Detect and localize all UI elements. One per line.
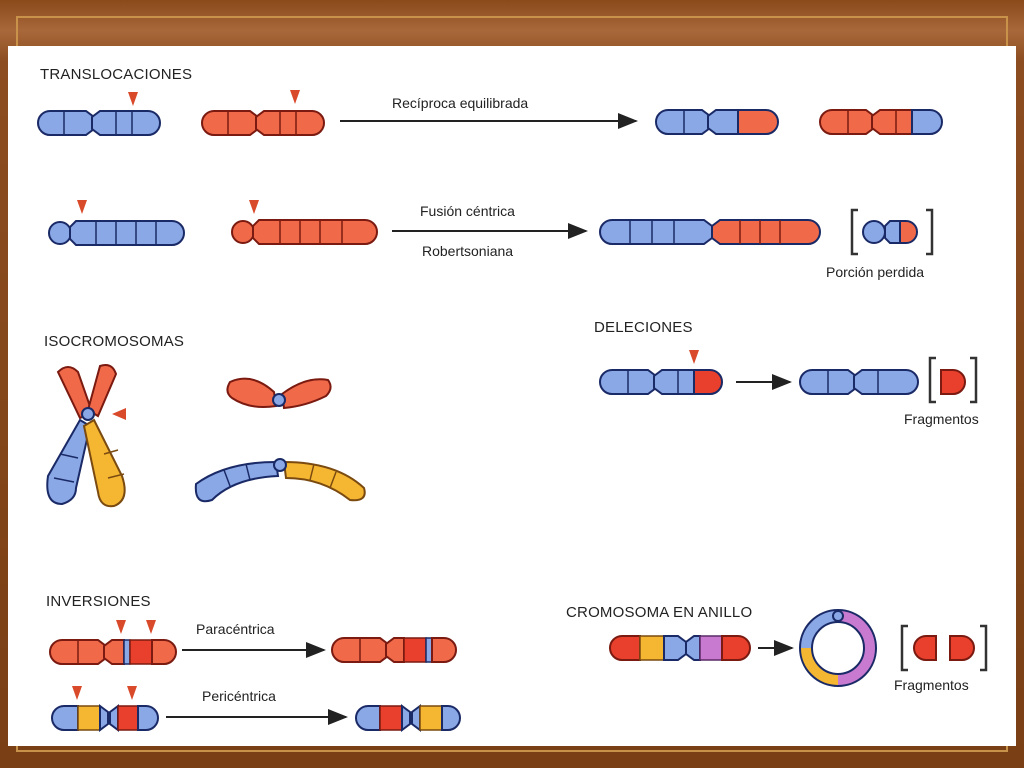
chromosome-pericentric-source — [51, 686, 159, 732]
section-title-cromosoma-anillo: CROMOSOMA EN ANILLO — [566, 604, 752, 621]
section-title-deleciones: DELECIONES — [594, 319, 693, 336]
label-porcion-perdida: Porción perdida — [826, 264, 924, 280]
breakpoint-marker — [112, 408, 126, 420]
label-fragmentos-anillo: Fragmentos — [894, 677, 969, 693]
section-title-translocaciones: TRANSLOCACIONES — [40, 66, 192, 83]
breakpoint-marker — [689, 350, 699, 364]
chromosome-deletion-source — [599, 350, 723, 395]
lost-portion-bracket — [850, 208, 934, 256]
label-paracentrica: Paracéntrica — [196, 621, 275, 637]
chromosome-paracentric-result — [331, 637, 457, 663]
chromosome-robertsonian-fused — [599, 219, 821, 245]
label-robertsoniana: Robertsoniana — [422, 243, 513, 259]
isochromosome-red-arc — [226, 377, 332, 410]
breakpoint-marker — [249, 200, 259, 214]
label-fragmentos-delecion: Fragmentos — [904, 411, 979, 427]
chromosome-ring-source — [609, 635, 751, 661]
chromosome-result-red-blue — [819, 109, 943, 135]
chromosome-blue-1 — [37, 92, 161, 136]
breakpoint-marker — [116, 620, 126, 634]
chromosome-result-blue-red — [655, 109, 779, 135]
label-reciproca: Recíproca equilibrada — [392, 95, 528, 111]
breakpoint-marker — [72, 686, 82, 700]
diagram-panel — [8, 46, 1016, 746]
breakpoint-marker — [128, 92, 138, 106]
section-title-inversiones: INVERSIONES — [46, 593, 151, 610]
chromosome-red-acro — [231, 200, 378, 245]
section-title-isocromosomas: ISOCROMOSOMAS — [44, 333, 184, 350]
chromosome-deletion-result — [799, 369, 919, 395]
label-pericentrica: Pericéntrica — [202, 688, 276, 704]
ring-chromosome — [799, 609, 877, 687]
chromosome-pericentric-result — [355, 704, 461, 732]
ring-fragments-bracket — [900, 624, 988, 672]
isochromosome-x-figure — [46, 364, 126, 508]
chromosome-paracentric-source — [49, 620, 177, 665]
chromosome-red-1 — [201, 90, 325, 136]
breakpoint-marker — [77, 200, 87, 214]
breakpoint-marker — [127, 686, 137, 700]
label-fusion: Fusión céntrica — [420, 203, 515, 219]
isochromosome-blue-yellow-arc — [194, 458, 366, 503]
deletion-fragment-bracket — [928, 356, 978, 404]
breakpoint-marker — [290, 90, 300, 104]
chromosome-blue-acro — [48, 200, 185, 246]
breakpoint-marker — [146, 620, 156, 634]
